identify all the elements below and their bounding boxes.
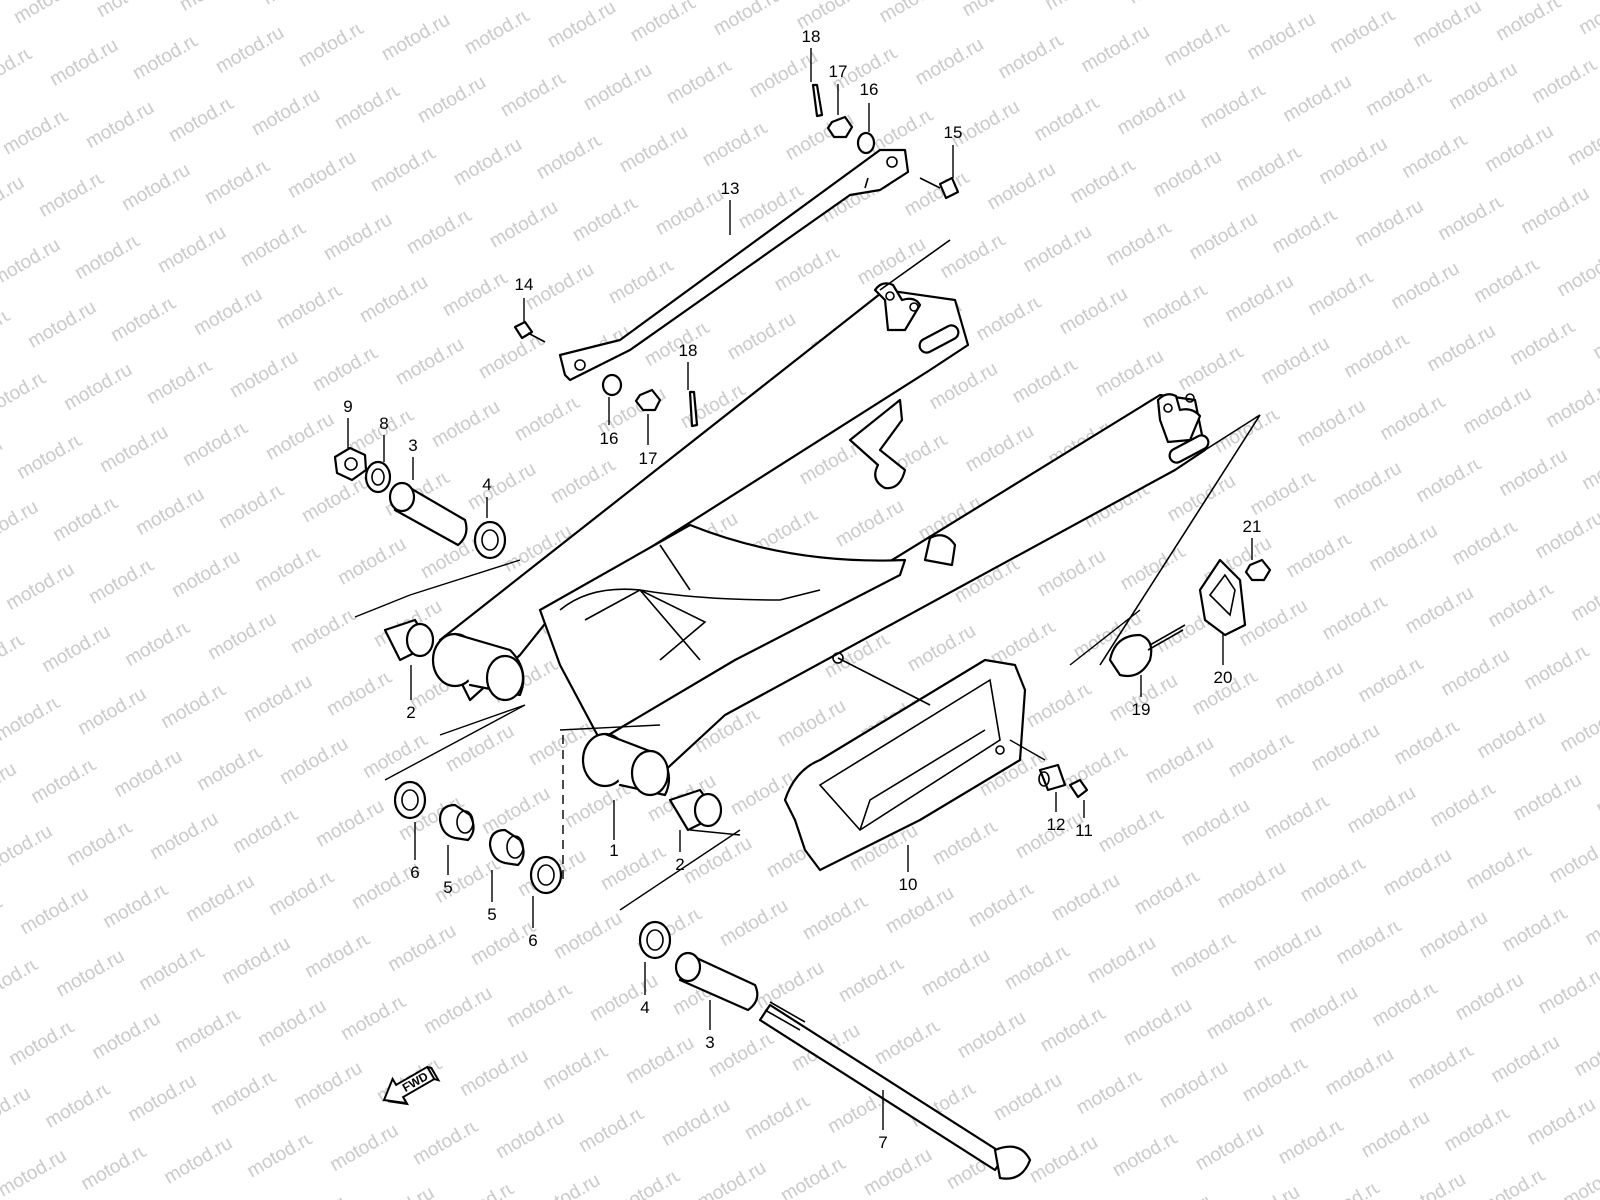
callout-label: 13 [721,179,740,198]
callouts: 1 2 2 3 3 4 4 5 5 6 6 7 8 9 10 11 12 [343,27,1261,1152]
adjuster-hardware [1038,558,1272,799]
callout-label: 2 [406,703,415,722]
callout-label: 11 [1075,821,1093,840]
pivot-hardware [333,446,759,1012]
callout-label: 1 [609,841,618,860]
assembly-lines [354,559,1141,911]
callout-label: 20 [1214,668,1233,687]
callout-label: 19 [1132,700,1151,719]
callout-label: 7 [878,1133,887,1152]
torque-strut [558,148,910,382]
callout-label: 4 [640,998,649,1017]
callout-label: 3 [705,1033,714,1052]
chain-case [783,652,1027,872]
callout-label: 17 [829,62,848,81]
callout-label: 8 [379,414,388,433]
callout-label: 16 [600,429,619,448]
callout-label: 16 [860,80,879,99]
callout-label: 18 [802,27,821,46]
callout-label: 10 [899,875,918,894]
callout-label: 21 [1243,517,1262,536]
callout-label: 5 [487,905,496,924]
callout-label: 18 [679,341,698,360]
callout-label: 3 [408,436,417,455]
strut-hardware [513,83,960,428]
callout-label: 4 [482,475,491,494]
callout-label: 12 [1047,815,1066,834]
pivot-shaft [758,1001,1032,1180]
callout-label: 2 [675,855,684,874]
callout-label: 14 [515,275,534,294]
callout-label: 9 [343,397,352,416]
callout-label: 5 [443,878,452,897]
swingarm [431,239,1261,797]
callout-label: 6 [528,931,537,950]
callout-label: 15 [944,123,963,142]
callout-label: 17 [639,449,658,468]
callout-label: 6 [410,863,419,882]
